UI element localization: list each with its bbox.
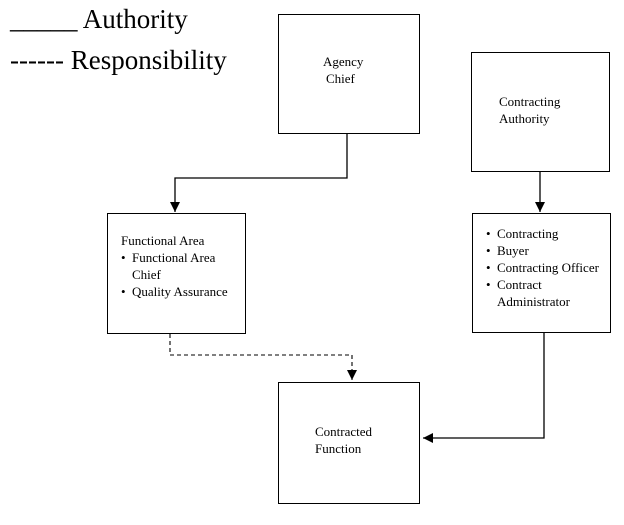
contracting-authority-line-1: Contracting xyxy=(499,94,561,109)
connector-contracting-to-contracted-function xyxy=(423,333,545,443)
contracting-item-list: Contracting Buyer Contracting Officer Co… xyxy=(486,225,606,310)
connector-functional-area-to-contracted-function xyxy=(169,334,357,380)
legend-authority: _____ Authority xyxy=(10,4,188,34)
functional-area-item: Quality Assurance xyxy=(121,283,239,300)
contracted-function-line-2: Function xyxy=(315,441,362,456)
agency-chief-box: Agency Chief xyxy=(278,14,420,134)
functional-area-item: Functional Area Chief xyxy=(121,249,239,283)
contracting-authority-line-2: Authority xyxy=(499,111,550,126)
functional-area-box: Functional Area Functional Area Chief Qu… xyxy=(107,213,246,334)
responsibility-label: Responsibility xyxy=(70,45,227,75)
contracted-function-line-1: Contracted xyxy=(315,424,373,439)
contracting-item: Contract Administrator xyxy=(486,276,606,310)
contracted-function-box: Contracted Function xyxy=(278,382,420,504)
contracting-authority-box: Contracting Authority xyxy=(471,52,610,172)
contracting-item: Buyer xyxy=(486,242,606,259)
contracting-box: Contracting Buyer Contracting Officer Co… xyxy=(472,213,611,333)
connector-agency-to-functional-area xyxy=(170,134,348,212)
legend-responsibility: ------ Responsibility xyxy=(10,45,227,75)
agency-chief-line-2: Chief xyxy=(326,71,355,86)
authority-label: Authority xyxy=(82,4,188,34)
authority-line-swatch: _____ xyxy=(10,4,78,34)
contracting-item: Contracting Officer xyxy=(486,259,606,276)
contracting-item: Contracting xyxy=(486,225,606,242)
functional-area-title: Functional Area xyxy=(121,233,205,248)
responsibility-line-swatch: ------ xyxy=(10,45,64,75)
functional-area-item-list: Functional Area Chief Quality Assurance xyxy=(121,249,239,300)
agency-chief-line-1: Agency xyxy=(323,54,364,69)
